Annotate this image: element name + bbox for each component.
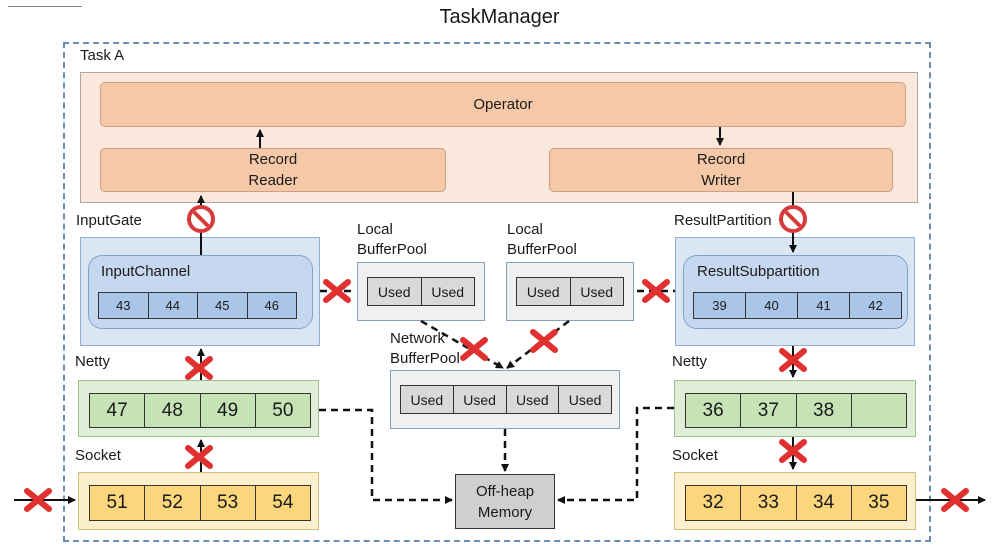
off-heap-line1: Off-heap (475, 482, 535, 500)
local-bufferpool-right-line2: BufferPool (507, 241, 577, 258)
blocked-no-entry-icon (779, 205, 807, 233)
buffer-cell: 41 (798, 292, 850, 319)
used-buffer-cell: Used (400, 385, 454, 414)
buffer-cell: 35 (851, 485, 907, 521)
solid-arrows (14, 127, 986, 504)
netty-right-label: Netty (672, 353, 708, 370)
buffer-cell: 47 (89, 393, 146, 428)
socket-right-label: Socket (672, 447, 718, 464)
off-heap-memory-box: Off-heap Memory (455, 474, 555, 529)
buffer-cell: 33 (741, 485, 797, 521)
task-a-container (63, 42, 931, 542)
input-channel-buffers: 43 44 45 46 (98, 292, 297, 319)
red-x-icon (188, 359, 210, 377)
used-buffer-cell: Used (421, 277, 475, 306)
buffer-cell: 44 (148, 292, 198, 319)
buffer-cell: 37 (741, 393, 797, 428)
network-bufferpool-line2: BufferPool (390, 350, 460, 367)
top-divider (8, 6, 82, 7)
buffer-cell: 51 (89, 485, 146, 521)
buffer-cell: 42 (850, 292, 902, 319)
record-writer-line1: Record (696, 151, 746, 168)
result-partition-label: ResultPartition (674, 212, 772, 229)
red-x-icon (463, 340, 485, 358)
netty-right-buffers: 36 37 38 (685, 393, 907, 428)
local-bufferpool-left-label: Local BufferPool (357, 220, 427, 260)
used-buffer-cell: Used (516, 277, 571, 306)
network-bufferpool-buffers: Used Used Used Used (400, 385, 612, 414)
off-heap-line2: Memory (477, 503, 533, 521)
result-subpartition-buffers: 39 40 41 42 (693, 292, 902, 319)
buffer-cell: 50 (255, 393, 311, 428)
netty-left-buffers: 47 48 49 50 (89, 393, 311, 428)
buffer-cell: 43 (98, 292, 149, 319)
operator-label: Operator (473, 96, 533, 113)
used-buffer-cell: Used (559, 385, 612, 414)
buffer-cell: 39 (693, 292, 746, 319)
task-a-label: Task A (80, 47, 125, 64)
record-writer-box: Record Writer (549, 148, 893, 192)
buffer-cell: 53 (200, 485, 256, 521)
dashed-arrows (319, 289, 675, 504)
used-buffer-cell: Used (367, 277, 422, 306)
red-x-icon (188, 448, 210, 466)
buffer-cell: 32 (685, 485, 742, 521)
buffer-cell: 34 (796, 485, 852, 521)
record-writer-line2: Writer (701, 172, 741, 189)
input-channel-label: InputChannel (101, 263, 191, 280)
buffer-cell: 54 (255, 485, 311, 521)
buffer-cell: 36 (685, 393, 742, 428)
buffer-cell (851, 393, 907, 428)
socket-left-buffers: 51 52 53 54 (89, 485, 311, 521)
red-x-icon (533, 332, 555, 350)
used-buffer-cell: Used (570, 277, 624, 306)
input-gate-label: InputGate (76, 212, 142, 229)
result-subpartition-label: ResultSubpartition (697, 263, 820, 280)
buffer-cell: 48 (145, 393, 201, 428)
socket-left-label: Socket (75, 447, 121, 464)
local-bufferpool-right-label: Local BufferPool (507, 220, 577, 260)
operator-box: Operator (100, 82, 906, 127)
buffer-cell: 40 (746, 292, 798, 319)
buffer-cell: 49 (200, 393, 256, 428)
page-title: TaskManager (439, 6, 560, 28)
record-reader-box: Record Reader (100, 148, 446, 192)
record-reader-line2: Reader (248, 172, 298, 189)
blocked-no-entry-icon (187, 205, 215, 233)
network-bufferpool-label: Network BufferPool (390, 329, 460, 369)
local-bufferpool-left-line1: Local (357, 221, 393, 238)
record-reader-line1: Record (248, 151, 298, 168)
used-buffer-cell: Used (453, 385, 507, 414)
local-bufferpool-right-line1: Local (507, 221, 543, 238)
local-bufferpool-right-buffers: Used Used (516, 277, 624, 306)
local-bufferpool-left-line2: BufferPool (357, 241, 427, 258)
buffer-cell: 45 (198, 292, 248, 319)
buffer-cell: 38 (796, 393, 852, 428)
network-bufferpool-line1: Network (390, 330, 446, 347)
local-bufferpool-left-buffers: Used Used (367, 277, 475, 306)
buffer-cell: 52 (145, 485, 201, 521)
netty-left-label: Netty (75, 353, 111, 370)
used-buffer-cell: Used (506, 385, 560, 414)
buffer-cell: 46 (247, 292, 297, 319)
socket-right-buffers: 32 33 34 35 (685, 485, 907, 521)
